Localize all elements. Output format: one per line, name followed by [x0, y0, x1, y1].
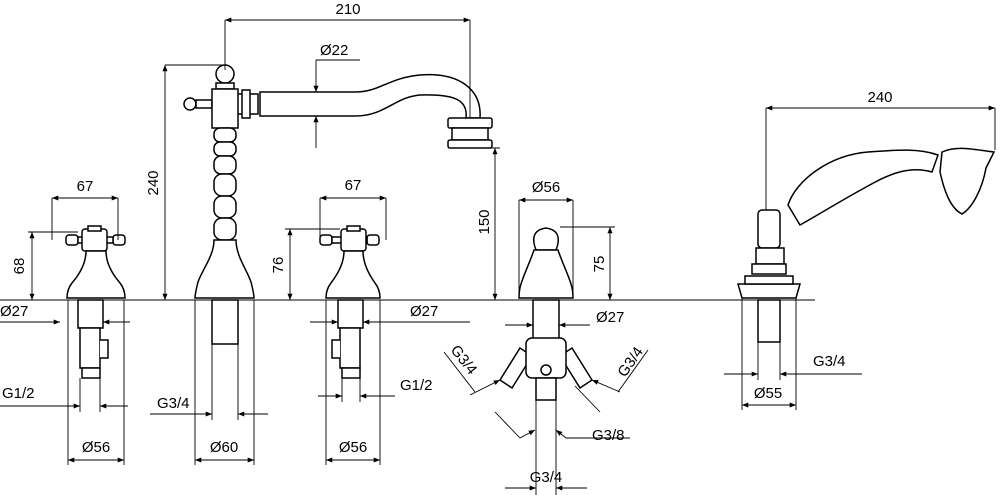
dim-spout-thread: G3/4 — [157, 395, 190, 412]
spout-tailpiece — [211, 299, 239, 345]
shower-tailpiece — [757, 299, 781, 343]
diverter-bell — [518, 249, 574, 299]
dim-left-body-diameter: Ø56 — [82, 439, 110, 456]
left-valve-bell — [66, 250, 126, 299]
spout-arm — [259, 73, 481, 119]
middle-valve-bell — [325, 250, 381, 299]
dim-shower-base-diameter: Ø55 — [754, 385, 782, 402]
dim-shower-thread: G3/4 — [813, 353, 846, 370]
dim-middle-handle-width: 67 — [345, 177, 362, 194]
hand-shower — [737, 147, 996, 343]
dim-diverter-bottom-thread: G3/4 — [530, 469, 563, 486]
dim-middle-thread: G1/2 — [400, 377, 433, 394]
spout-column — [194, 64, 255, 299]
dim-left-handle-width: 67 — [77, 178, 94, 195]
dimension-lines — [0, 17, 996, 495]
dim-spout-diameter: Ø22 — [320, 42, 348, 59]
left-valve-tailpiece — [77, 299, 109, 379]
dim-diverter-height: 75 — [591, 256, 608, 273]
dim-spout-outlet-height: 150 — [476, 209, 493, 234]
dim-middle-handle-height: 76 — [270, 257, 287, 274]
diverter-knob — [532, 227, 560, 251]
middle-valve-cross-handle — [319, 225, 380, 252]
dim-diverter-side-thread: G3/8 — [592, 427, 625, 444]
dim-spout-reach: 210 — [335, 1, 360, 18]
dim-diverter-right-thread: G3/4 — [614, 344, 647, 380]
shower-head — [939, 147, 996, 215]
left-valve — [65, 225, 126, 379]
middle-valve — [319, 225, 381, 379]
dim-diverter-left-thread: G3/4 — [447, 342, 480, 378]
diverter-stem — [532, 299, 560, 341]
dim-left-thread: G1/2 — [2, 385, 35, 402]
dim-middle-body-diameter: Ø56 — [339, 439, 367, 456]
dim-shower-reach: 240 — [867, 89, 892, 106]
spout-assembly — [183, 64, 493, 345]
dim-diverter-knob-diameter: Ø56 — [532, 179, 560, 196]
dim-diverter-base-diameter: Ø27 — [596, 309, 624, 326]
dim-spout-total-height: 240 — [145, 170, 162, 195]
shower-holder — [737, 209, 801, 299]
diverter-hub — [498, 337, 594, 401]
dim-middle-base-diameter: Ø27 — [410, 303, 438, 320]
dim-spout-base-diameter: Ø60 — [210, 439, 238, 456]
dim-left-base-diameter: Ø27 — [0, 303, 28, 320]
middle-valve-tailpiece — [331, 299, 364, 379]
left-valve-cross-handle — [65, 225, 126, 252]
spout-outlet-aerator — [447, 117, 493, 149]
dim-left-handle-height: 68 — [11, 258, 28, 275]
diverter — [498, 227, 594, 401]
shower-handle — [787, 149, 939, 227]
dimension-labels: 210 Ø22 240 150 67 68 Ø27 G1/2 Ø56 G3/4 … — [0, 1, 893, 486]
